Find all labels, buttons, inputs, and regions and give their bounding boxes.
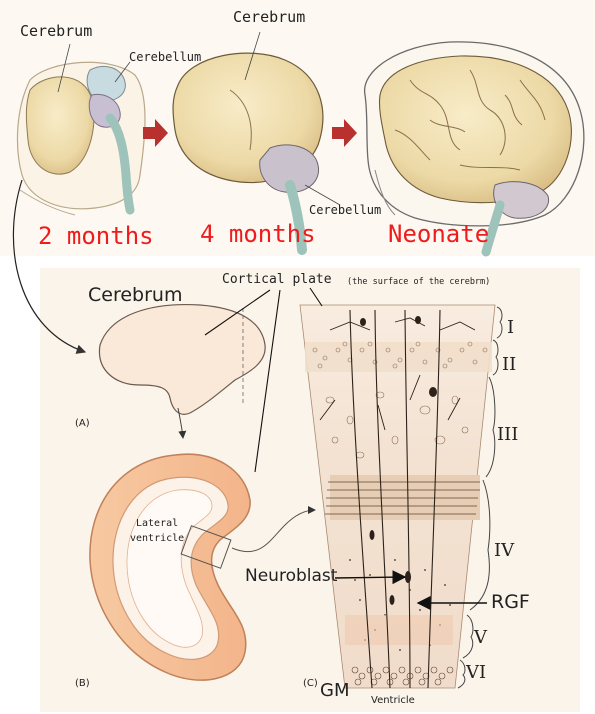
figure-a-label: (A): [75, 418, 90, 429]
cerebellum-label-2-months: Cerebellum: [129, 50, 201, 64]
layer-label-ii: II: [502, 354, 516, 375]
layer-label-vi: VI: [466, 662, 486, 683]
cerebrum-label-4-months: Cerebrum: [233, 8, 305, 26]
embryo-2-months: [17, 62, 145, 215]
cerebrum-label-2-months: Cerebrum: [20, 22, 92, 40]
cerebellum-label-4-months: Cerebellum: [309, 203, 381, 217]
stage-label-2-months: 2 months: [38, 222, 154, 250]
rgf-label: RGF: [491, 591, 530, 613]
figure-c-label: (C): [303, 678, 318, 689]
neuroblast-label: Neuroblast: [245, 566, 337, 586]
stage-label-4-months: 4 months: [200, 220, 316, 248]
cerebrum-figure-a: [99, 305, 265, 438]
layer-label-iv: IV: [494, 540, 514, 561]
stage-arrow-1: [143, 119, 168, 147]
cerebrum-label-figure-a: Cerebrum: [88, 284, 182, 306]
stage-label-neonate: Neonate: [388, 220, 489, 248]
cortical-plate-label: Cortical plate: [222, 272, 332, 287]
stage-arrow-2: [332, 119, 357, 147]
ventricle-label: Ventricle: [371, 695, 415, 706]
cortical-plate-note: (the surface of the cerebrm): [347, 277, 490, 287]
figure-b-label: (B): [75, 678, 90, 689]
layer-label-v: V: [474, 627, 487, 648]
lateral-ventricle-label-line1: Lateral: [136, 518, 178, 529]
layer-label-i: I: [507, 317, 514, 338]
cortex-section-figure-c: [300, 305, 502, 688]
lateral-ventricle-label-line2: ventricle: [130, 533, 184, 544]
gm-label: GM: [320, 680, 349, 701]
layer-label-iii: III: [497, 424, 518, 445]
